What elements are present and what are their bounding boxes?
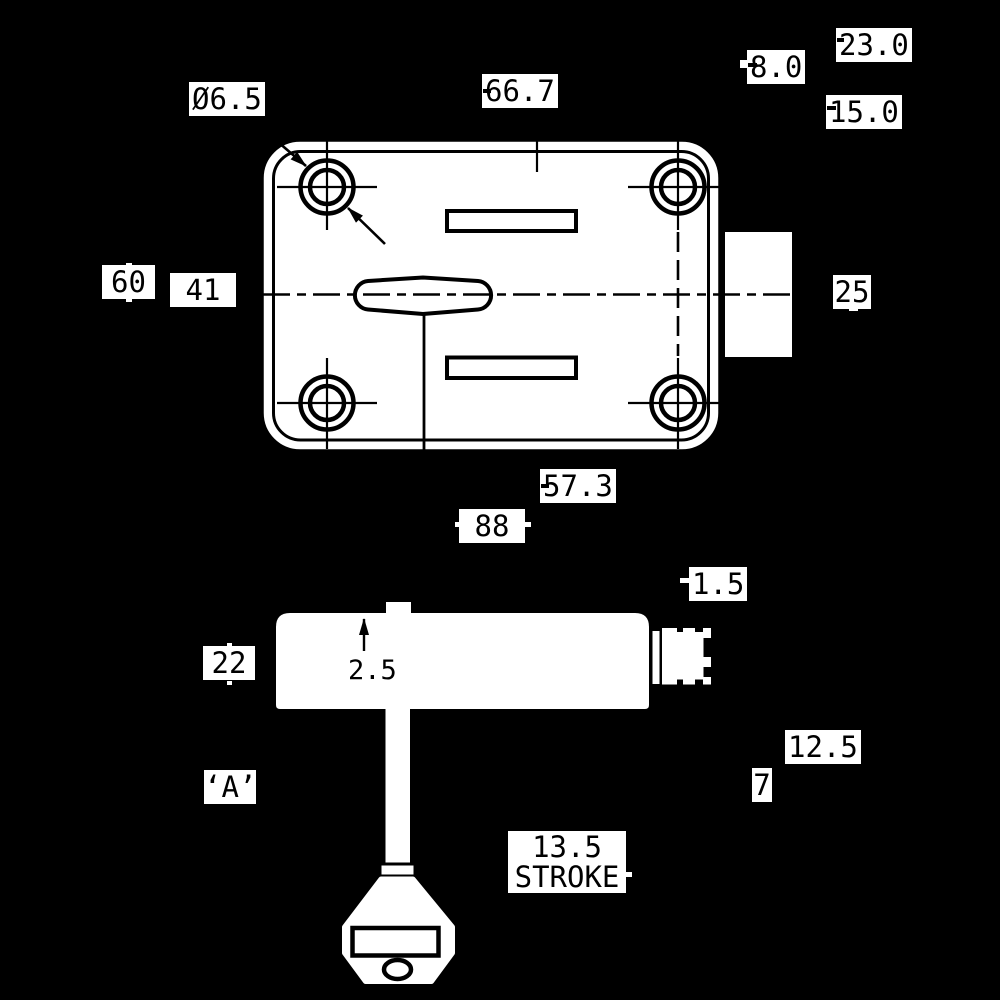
- bolt-hidden-line-notches: [677, 628, 712, 685]
- dim-label-23-0: 23.0: [836, 28, 912, 62]
- dim-label-15-0: 15.0: [826, 95, 902, 129]
- top-view-lock-case: [235, 105, 792, 453]
- key-bow-slot: [350, 925, 441, 958]
- dim-label-88: 88: [459, 509, 525, 543]
- stroke-value: 13.5: [532, 830, 602, 864]
- hole-centerlines: [277, 141, 722, 449]
- dim-label-66-7: 66.7: [482, 74, 558, 108]
- dim-label-8-0: 8.0: [747, 50, 806, 84]
- leader-line-fragment: [483, 89, 491, 93]
- case-slot-upper: [445, 209, 578, 233]
- bolt-face-plate: [652, 631, 660, 684]
- side-view-lock: [276, 602, 712, 984]
- diameter-leader-arrow-lower: [347, 207, 386, 245]
- case-slot-lower: [445, 355, 578, 380]
- dim-label-2-5: 2.5: [345, 654, 400, 688]
- leader-line-fragment: [541, 484, 549, 488]
- key-bow-hole: [381, 957, 414, 982]
- leader-line-fragment: [748, 63, 757, 67]
- detail-label-a: ‘A’: [204, 770, 257, 804]
- lock-bolt-side-view: [662, 628, 711, 685]
- dim-label-stroke: 13.5 STROKE: [508, 831, 626, 893]
- leader-line-fragment: [827, 106, 836, 110]
- lock-body-side-view: [276, 613, 649, 709]
- dim-label-41: 41: [170, 273, 236, 307]
- dim-label-25: 25: [833, 275, 871, 309]
- dim-label-60: 60: [102, 265, 155, 299]
- spindle-collar: [381, 865, 414, 875]
- dim-label-7: 7: [752, 768, 772, 802]
- leader-line-fragment: [837, 38, 844, 42]
- dim-label-hole-diameter: Ø6.5: [189, 82, 265, 116]
- dim-label-12-5: 12.5: [785, 730, 861, 764]
- key-spindle: [385, 709, 410, 863]
- diameter-leader-arrow-upper: [235, 105, 307, 167]
- dim-label-1-5: 1.5: [689, 567, 748, 601]
- top-boss-tab: [386, 602, 411, 616]
- dim-label-22: 22: [203, 646, 255, 680]
- dim-label-57-3: 57.3: [540, 469, 616, 503]
- stroke-word: STROKE: [514, 860, 620, 894]
